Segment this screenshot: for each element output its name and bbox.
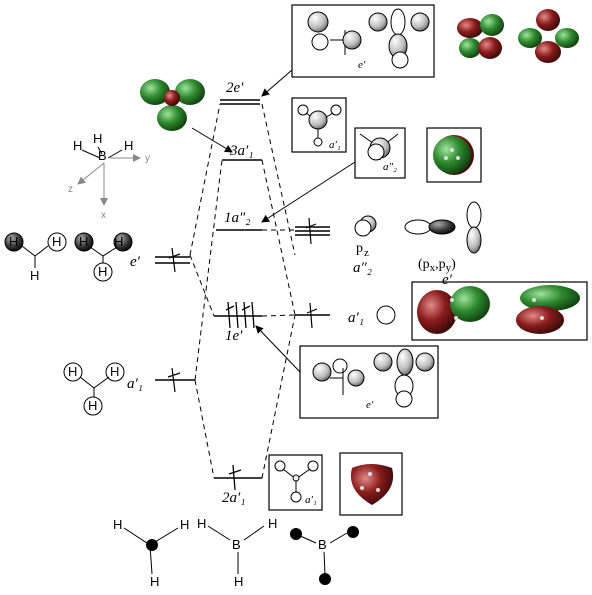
label-a2pp: a″₂ (353, 260, 372, 276)
label-e-right: e′ (442, 272, 453, 288)
label-a1-right: a′₁ (348, 310, 364, 326)
svg-text:B: B (318, 537, 327, 552)
schematic-1e-right (373, 348, 435, 408)
orbital-3d-2a1 (350, 464, 394, 505)
electrons-1e (225, 301, 255, 329)
label-left-a1: a′₁ (127, 376, 143, 392)
svg-text:H: H (268, 516, 277, 531)
svg-text:H: H (110, 364, 119, 379)
b-pxpy-orbitals (404, 201, 482, 254)
svg-text:z: z (68, 184, 73, 195)
label-2a1: 2a′₁ (222, 490, 246, 506)
label-pz-sub: z (364, 247, 369, 259)
arrow-2e (261, 69, 293, 97)
arrow-3a1 (191, 127, 233, 153)
b-levels (295, 217, 330, 329)
b-s-orbital (376, 305, 396, 325)
orbital-3d-3a1 (140, 79, 205, 131)
svg-text:H: H (93, 131, 102, 146)
svg-text:H: H (150, 574, 159, 589)
svg-text:H: H (197, 516, 206, 531)
label-left-e: e′ (130, 254, 141, 270)
label-2e: 2e′ (226, 80, 244, 96)
mo-levels (214, 99, 262, 479)
box-1e-schematic (299, 345, 439, 419)
orbital-3d-2e-b (518, 9, 579, 63)
h3-e-orbital-a: H H H (4, 232, 67, 283)
label-1e: 1e′ (225, 328, 243, 344)
h3-levels (155, 247, 195, 393)
schematic-1e-left (312, 358, 365, 395)
svg-text:H: H (113, 517, 122, 532)
svg-text:H: H (9, 234, 18, 249)
schematic-2a1 (274, 460, 319, 503)
svg-text:B: B (232, 537, 241, 552)
schematic-2e-left (307, 11, 362, 55)
box-a1-top (291, 97, 347, 153)
svg-text:x: x (101, 210, 106, 221)
svg-text:H: H (79, 234, 88, 249)
svg-text:y: y (145, 153, 150, 164)
orbital-3d-1e-b (516, 285, 580, 334)
box-2a1-3d (339, 452, 403, 516)
b-fragment-bottom: B (290, 526, 359, 585)
label-pxpy: (px,py) (418, 257, 456, 274)
label-a1-top: a′₁ (329, 139, 341, 151)
svg-text:H: H (30, 268, 39, 283)
orbital-3d-2e-a (457, 14, 504, 59)
label-1a2: 1a″₂ (224, 210, 250, 226)
box-a2pp (354, 127, 406, 179)
bh3-bottom: H H B H (197, 516, 277, 589)
schematic-a2pp (359, 133, 399, 161)
svg-text:H: H (68, 364, 77, 379)
svg-text:H: H (124, 138, 133, 153)
box-a2pp-3d (426, 127, 482, 183)
label-box-top-e: e′ (358, 59, 366, 71)
box-2a1-schematic (268, 454, 323, 511)
label-box-bottom-a1: a′₁ (305, 494, 317, 506)
bh3-axes: H H H B y z x (68, 131, 150, 221)
label-a2pp-box: a″₂ (383, 161, 397, 173)
orbital-3d-a2pp (433, 135, 474, 175)
orbital-3d-1e-a (417, 286, 490, 334)
svg-text:H: H (88, 398, 97, 413)
label-pz: p (356, 241, 363, 256)
schematic-a1-top (297, 104, 342, 147)
correlation-lines (189, 103, 296, 479)
label-box-mid-e: e′ (366, 399, 374, 411)
box-2e-schematic (291, 4, 435, 78)
label-3a1: 3a′₁ (229, 143, 254, 159)
h3-fragment-bottom: H H H (113, 517, 189, 589)
svg-text:H: H (180, 517, 189, 532)
svg-text:B: B (98, 148, 107, 163)
svg-text:H: H (98, 264, 107, 279)
schematic-2e-right (368, 8, 430, 69)
electrons-2a1 (228, 464, 242, 491)
svg-text:H: H (52, 234, 61, 249)
h3-a1-orbital: H H H (63, 362, 125, 416)
svg-text:H: H (234, 574, 243, 589)
arrow-1e (255, 325, 301, 373)
arrow-a2pp (261, 161, 356, 223)
svg-text:H: H (73, 138, 82, 153)
b-pz-orbital (354, 215, 377, 237)
h3-e-orbital-b: H H H (74, 232, 133, 282)
box-1e-3d (411, 281, 588, 341)
svg-text:H: H (114, 234, 123, 249)
